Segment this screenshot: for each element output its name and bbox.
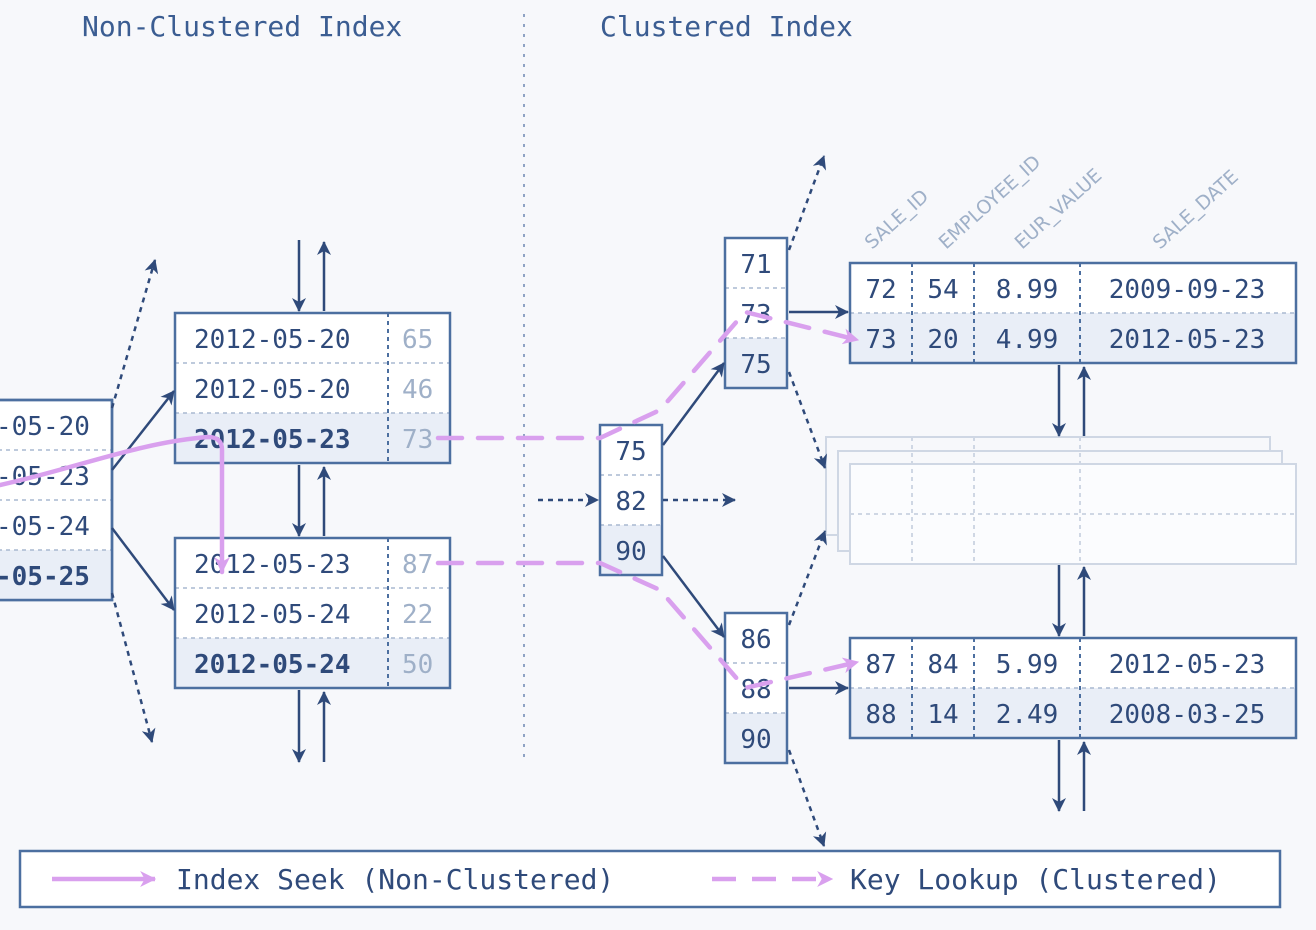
column-header: SALE_DATE [1149,166,1243,254]
cl-root-key: 82 [615,487,646,517]
cl-branch-key: 75 [740,350,771,380]
table-cell: 2012-05-23 [1109,325,1266,355]
nc-leaf-bottom-node: 2012-05-23 87 2012-05-24 22 2012-05-24 5… [173,536,452,690]
legend: Index Seek (Non-Clustered) Key Lookup (C… [18,849,1282,909]
column-headers: SALE_ID EMPLOYEE_ID EUR_VALUE SALE_DATE [861,151,1243,254]
cl-branch-key: 88 [740,675,771,705]
cl-branch-key: 86 [740,625,771,655]
table-cell: 2008-03-25 [1109,700,1266,730]
column-header: SALE_ID [861,185,934,253]
clustered-index-title: Clustered Index [600,10,853,43]
cl-branch-key: 71 [740,250,771,280]
key-lookup-path [435,560,861,691]
table-cell: 14 [927,700,958,730]
nc-leaf-date: 2012-05-24 [194,600,351,630]
nc-leaf-date: 2012-05-20 [194,325,351,355]
legend-lookup-label: Key Lookup (Clustered) [850,863,1221,896]
nc-leaf-ref: 46 [402,375,433,405]
nc-leaf-date: 2012-05-23 [194,550,351,580]
nc-leaf-top-node: 2012-05-20 65 2012-05-20 46 2012-05-23 7… [173,311,452,465]
table-page-top: 72 54 8.99 2009-09-23 73 20 4.99 2012-05… [848,261,1298,365]
table-cell: 2.49 [996,700,1059,730]
cl-branch-bottom-node: 86 88 90 [723,611,789,765]
index-seek-path [0,434,230,575]
nc-leaf-ref: 87 [402,550,433,580]
table-cell: 73 [865,325,896,355]
key-lookup-path [435,309,861,441]
cl-root-node: 75 82 90 [598,423,664,577]
cl-root-key: 75 [615,437,646,467]
table-cell: 88 [865,700,896,730]
cl-branch-key: 90 [740,725,771,755]
nc-tree-arrows [110,240,331,763]
nc-root-key: -05-24 [0,512,90,542]
nc-root-key: -05-20 [0,412,90,442]
table-pages-ghost [825,436,1297,565]
nc-leaf-date: 2012-05-20 [194,375,351,405]
legend-seek-label: Index Seek (Non-Clustered) [176,863,614,896]
table-cell: 2012-05-23 [1109,650,1266,680]
table-cell: 4.99 [996,325,1059,355]
cl-tree-arrows [538,155,1091,847]
table-cell: 87 [865,650,896,680]
nonclustered-index-title: Non-Clustered Index [82,10,402,43]
table-cell: 72 [865,275,896,305]
nc-leaf-ref: 22 [402,600,433,630]
table-page-bottom: 87 84 5.99 2012-05-23 88 14 2.49 2008-03… [848,636,1298,740]
table-cell: 5.99 [996,650,1059,680]
nc-leaf-ref: 50 [402,650,433,680]
nc-root-key: -05-25 [0,562,90,592]
nc-leaf-ref: 65 [402,325,433,355]
table-cell: 2009-09-23 [1109,275,1266,305]
table-cell: 20 [927,325,958,355]
table-cell: 8.99 [996,275,1059,305]
table-cell: 84 [927,650,958,680]
nc-leaf-ref: 73 [402,425,433,455]
query-path [0,309,861,691]
cl-root-key: 90 [615,537,646,567]
table-cell: 54 [927,275,958,305]
nc-root-node: -05-20 -05-23 -05-24 -05-25 [0,398,114,602]
nc-leaf-date: 2012-05-24 [194,650,351,680]
